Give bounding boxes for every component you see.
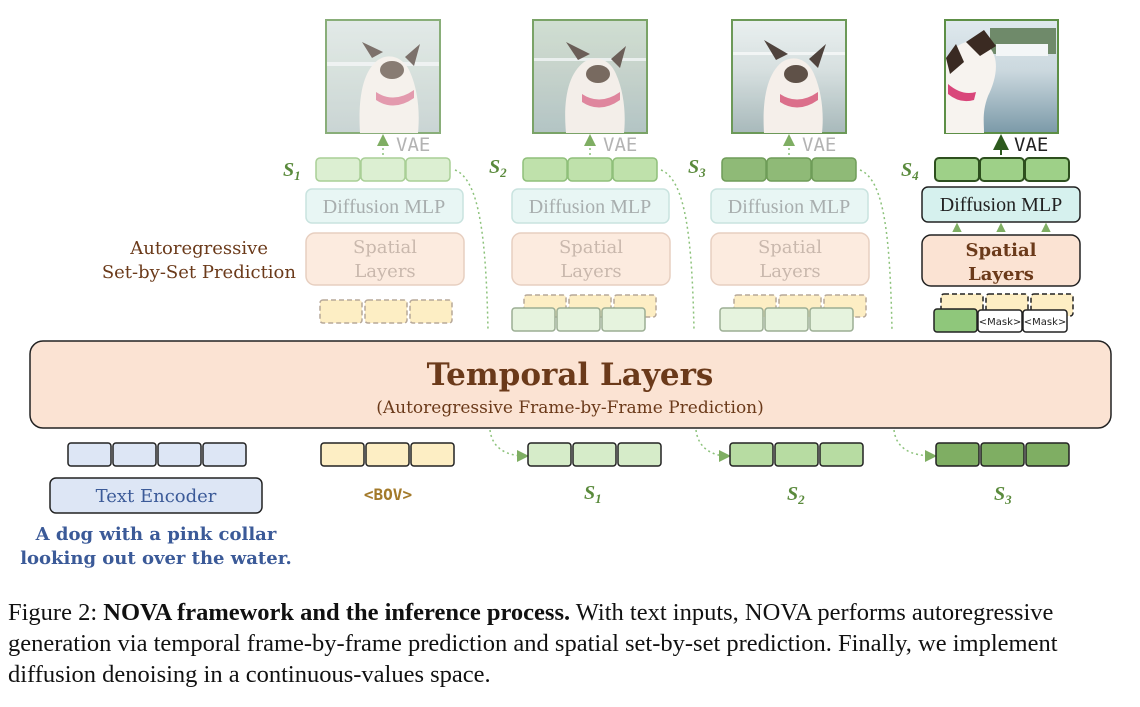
input-tokens-2 [729, 442, 864, 467]
spatial-to-mlp-arrows [952, 222, 1051, 233]
spatial-label-4a: Spatial [966, 240, 1037, 261]
spatial-label-3a: Spatial [758, 237, 822, 258]
caption-text: With text inputs, NOVA performs autoregr… [8, 599, 1058, 688]
spatial-label-3b: Layers [759, 261, 820, 282]
input-label-3: S3 [994, 483, 1012, 507]
set-label-1: S1 [283, 159, 301, 183]
spatial-label-4b: Layers [968, 264, 1034, 285]
prompt-line2: looking out over the water. [20, 548, 292, 569]
bov-label: <BOV> [364, 485, 412, 504]
temporal-layers-box [29, 340, 1112, 429]
dog-image-2 [532, 19, 648, 134]
text-tokens [67, 442, 247, 467]
input-tokens-3 [935, 442, 1070, 467]
temporal-title: Temporal Layers [427, 357, 714, 393]
vae-label-4: VAE [1014, 134, 1048, 156]
vae-label-2: VAE [603, 134, 637, 156]
spatial-label-1b: Layers [354, 261, 415, 282]
figure-caption: Figure 2: NOVA framework and the inferen… [8, 597, 1134, 690]
output-tokens-1 [315, 157, 451, 182]
dog-image-4 [944, 19, 1059, 134]
diffusion-mlp-box-3 [710, 188, 869, 224]
caption-prefix: Figure 2: [8, 599, 104, 626]
prompt-line1: A dog with a pink collar [35, 524, 277, 545]
spatial-layers-box-4 [921, 234, 1081, 287]
input-tokens-1 [527, 442, 662, 467]
diffusion-mlp-box-1 [305, 188, 464, 224]
set-label-2: S2 [489, 156, 507, 180]
mask-label-2: <Mask> [1024, 317, 1067, 328]
query-tokens-1 [319, 299, 453, 324]
temporal-subtitle: (Autoregressive Frame-by-Frame Predictio… [376, 398, 764, 418]
diffusion-mlp-box-2 [511, 188, 670, 224]
connector-paths [454, 169, 937, 462]
set-label-3: S3 [688, 156, 706, 180]
diffusion-mlp-label-3: Diffusion MLP [728, 196, 850, 218]
set-label-4: S4 [901, 159, 919, 183]
side-label-line2: Set-by-Set Prediction [102, 262, 297, 283]
diffusion-mlp-label-2: Diffusion MLP [529, 196, 651, 218]
diffusion-mlp-label-1: Diffusion MLP [323, 196, 445, 218]
spatial-layers-box-1 [305, 232, 465, 286]
output-tokens-2 [522, 157, 658, 182]
query-tokens-3-front [719, 307, 854, 332]
spatial-layers-box-2 [511, 232, 671, 286]
diffusion-mlp-box-4 [921, 186, 1081, 223]
input-label-1: S1 [584, 482, 602, 506]
vae-label-3: VAE [802, 134, 836, 156]
query-tokens-2-front [511, 307, 646, 332]
output-tokens-4 [934, 157, 1070, 182]
dog-image-3 [731, 19, 847, 134]
spatial-label-2a: Spatial [559, 237, 623, 258]
bov-tokens [320, 442, 455, 467]
input-label-2: S2 [787, 483, 805, 507]
text-encoder-box [49, 477, 263, 514]
query-tokens-4-front [933, 308, 1068, 333]
spatial-label-1a: Spatial [353, 237, 417, 258]
dog-image-1 [325, 19, 441, 134]
text-encoder-label: Text Encoder [96, 486, 217, 507]
side-label-line1: Autoregressive [129, 238, 268, 259]
output-tokens-3 [721, 157, 857, 182]
diffusion-mlp-label-4: Diffusion MLP [940, 194, 1062, 216]
mask-label-1: <Mask> [979, 317, 1022, 328]
spatial-layers-box-3 [710, 232, 870, 286]
spatial-label-2b: Layers [560, 261, 621, 282]
vae-label-1: VAE [396, 134, 430, 156]
caption-bold: NOVA framework and the inference process… [103, 599, 571, 626]
